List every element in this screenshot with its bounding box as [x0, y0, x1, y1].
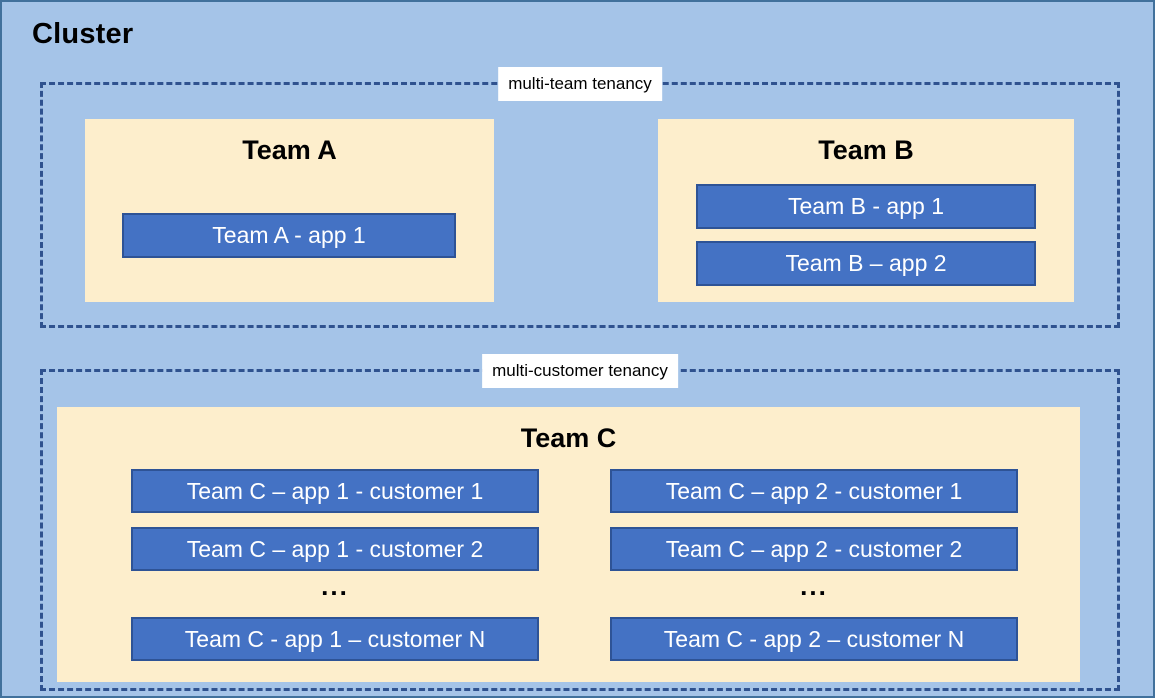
- team-panel-team-a: Team A Team A - app 1: [85, 119, 494, 302]
- team-title-team-a: Team A: [242, 135, 337, 165]
- page-title: Cluster: [32, 18, 134, 50]
- app-chip-team-c-app-1-customer-2[interactable]: Team C – app 1 - customer 2: [131, 527, 539, 571]
- tenancy-group-label-multi-team: multi-team tenancy: [498, 67, 662, 101]
- app-chip-team-c-app-1-customer-n[interactable]: Team C - app 1 – customer N: [131, 617, 539, 661]
- ellipsis-team-c-app-1: ...: [321, 571, 349, 601]
- tenancy-group-label-multi-customer: multi-customer tenancy: [482, 354, 678, 388]
- team-panel-team-b: Team B Team B - app 1 Team B – app 2: [658, 119, 1074, 302]
- ellipsis-team-c-app-2: ...: [800, 571, 828, 601]
- app-chip-team-a-app-1[interactable]: Team A - app 1: [122, 213, 456, 258]
- team-c-app-1-column: Team C – app 1 - customer 1 Team C – app…: [131, 469, 539, 669]
- team-title-team-b: Team B: [818, 135, 914, 165]
- team-title-team-c: Team C: [520, 423, 617, 453]
- tenancy-group-multi-customer: multi-customer tenancy: [40, 354, 1120, 691]
- app-chip-team-c-app-1-customer-1[interactable]: Team C – app 1 - customer 1: [131, 469, 539, 513]
- team-panel-team-c: Team C Team C – app 1 - customer 1 Team …: [57, 407, 1080, 682]
- app-chip-team-b-app-2[interactable]: Team B – app 2: [696, 241, 1036, 286]
- app-chip-team-c-app-2-customer-2[interactable]: Team C – app 2 - customer 2: [610, 527, 1018, 571]
- team-c-app-2-column: Team C – app 2 - customer 1 Team C – app…: [610, 469, 1018, 669]
- app-chip-team-c-app-2-customer-n[interactable]: Team C - app 2 – customer N: [610, 617, 1018, 661]
- tenancy-group-multi-team: multi-team tenancy: [40, 67, 1120, 328]
- app-chip-team-b-app-1[interactable]: Team B - app 1: [696, 184, 1036, 229]
- app-chip-team-c-app-2-customer-1[interactable]: Team C – app 2 - customer 1: [610, 469, 1018, 513]
